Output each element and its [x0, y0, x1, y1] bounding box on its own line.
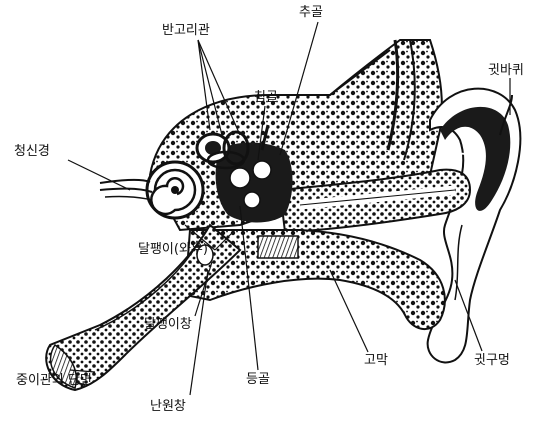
auricle-shape [428, 89, 521, 363]
label-eustachian-tube: 중이관의 단면 [16, 374, 92, 387]
label-cochlea: 달팽이(와우) [138, 243, 208, 256]
label-cochlear-window: 달팽이창 [144, 318, 192, 331]
label-stapes: 등골 [246, 373, 270, 386]
label-malleus: 추골 [299, 6, 323, 19]
label-incus: 침골 [254, 91, 278, 104]
label-oval-window: 난원창 [150, 400, 186, 413]
label-auditory-nerve: 청신경 [14, 145, 50, 158]
label-ear-canal: 귓구멍 [474, 354, 510, 367]
label-eardrum: 고막 [364, 354, 388, 367]
label-auricle: 귓바퀴 [488, 64, 524, 77]
auditory-nerve-shape [100, 180, 152, 200]
label-semicircular-canals: 반고리관 [162, 24, 210, 37]
cochlea-shape [147, 162, 203, 218]
